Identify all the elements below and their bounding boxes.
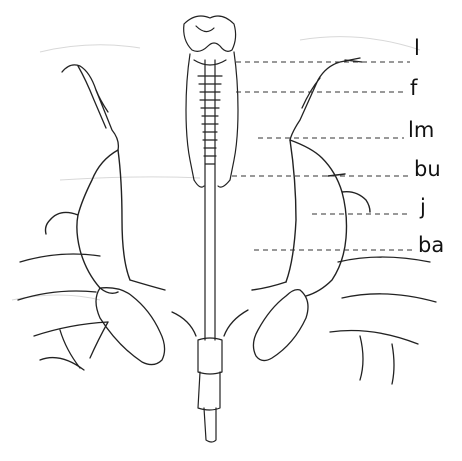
- label-ba: ba: [418, 233, 444, 257]
- label-f: f: [410, 76, 418, 100]
- right-palp: [290, 58, 362, 140]
- labels: l f lm bu j ba: [408, 36, 444, 257]
- right-maxilla: [252, 140, 370, 296]
- left-maxilla: [46, 150, 166, 293]
- label-l: l: [414, 36, 420, 60]
- left-palp: [62, 65, 118, 150]
- central-proboscis: [184, 16, 238, 442]
- label-bu: bu: [414, 157, 441, 181]
- label-lm: lm: [408, 118, 434, 142]
- label-j: j: [419, 195, 426, 219]
- leader-lines: [232, 62, 414, 250]
- base-segments: [18, 254, 436, 384]
